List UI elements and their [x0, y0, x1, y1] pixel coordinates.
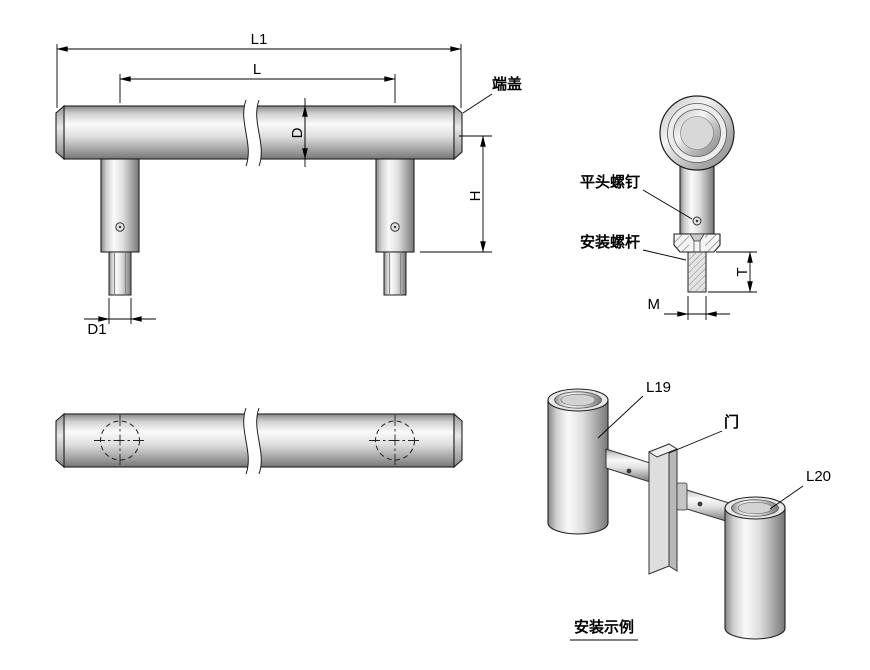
- lower-handle-cylinder: [724, 496, 786, 640]
- bar-top-cap-left: [55, 412, 65, 469]
- dim-d: D: [289, 98, 308, 167]
- door-panel: [647, 443, 679, 575]
- flat-screw-label: 平头螺钉: [580, 173, 640, 191]
- dim-d-label: D: [289, 127, 306, 138]
- dim-h: H: [420, 135, 492, 253]
- mounting-hole-left: [94, 415, 146, 466]
- bar-break: [243, 99, 262, 167]
- l19-leader: [597, 395, 644, 439]
- bar-top-break: [243, 407, 262, 475]
- bar-end-cap-left: [55, 104, 65, 161]
- mounting-rod-label: 安装螺杆: [580, 233, 640, 251]
- dim-t: T: [708, 251, 757, 293]
- dim-m-label: M: [648, 296, 661, 313]
- post-left: [100, 158, 140, 253]
- mounting-hole-right: [369, 415, 421, 466]
- door-leader: [668, 430, 723, 454]
- label-door: 门: [724, 413, 739, 431]
- dim-m: M: [648, 296, 730, 320]
- mounting-rod-section: [687, 251, 707, 293]
- post-screw-dot-upper: [626, 468, 632, 474]
- bar-end-circle: [659, 95, 735, 171]
- bar-top-cap-right: [453, 412, 463, 469]
- caption-install-example: 安装示例: [574, 618, 634, 636]
- front-view: L1 L D H D1: [55, 31, 522, 338]
- mounting-rod-right: [383, 251, 407, 296]
- connector-post-upper: [605, 448, 651, 483]
- dim-l1-label: L1: [251, 31, 268, 48]
- dim-l: L: [119, 61, 396, 103]
- mounting-rod-left: [108, 251, 132, 296]
- label-l19: L19: [646, 379, 671, 396]
- connector-post-lower: [676, 482, 730, 523]
- label-l20: L20: [806, 468, 831, 485]
- dim-l1: L1: [56, 31, 462, 108]
- mounting-rod-leader: [642, 249, 687, 261]
- side-view: T M 平头螺钉 安装螺杆: [580, 95, 757, 320]
- end-cap-label: 端盖: [492, 75, 522, 93]
- l20-leader: [769, 485, 804, 510]
- bar-end-cap-right: [453, 104, 463, 161]
- top-view: [55, 407, 463, 475]
- dim-d1-label: D1: [87, 321, 106, 338]
- dim-t-label: T: [734, 267, 751, 276]
- mounting-base-section: [673, 233, 721, 253]
- upper-handle-cylinder: [547, 388, 609, 535]
- end-cap-leader: [462, 93, 493, 114]
- installation-view: L19 门 L20 安装示例: [547, 379, 831, 641]
- dim-l-label: L: [253, 61, 261, 78]
- dim-d1: D1: [84, 298, 156, 338]
- dim-h-label: H: [467, 191, 484, 202]
- flat-screw-leader: [642, 189, 693, 220]
- post-right: [375, 158, 415, 253]
- post-screw-dot-lower: [697, 501, 703, 507]
